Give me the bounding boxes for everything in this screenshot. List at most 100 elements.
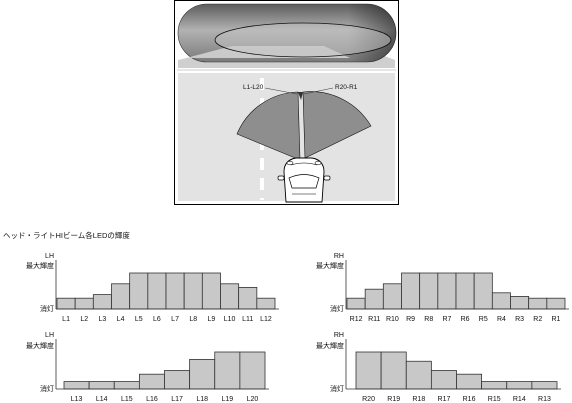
tick-label-R5: R5 [479,316,488,323]
bars [63,351,266,390]
tick-label-L7: L7 [171,316,179,323]
bar-R1 [546,297,566,310]
tick-label-L6: L6 [153,316,161,323]
bar-L12 [256,297,276,310]
tick-label-R10: R10 [386,316,399,323]
bar-R18 [405,360,432,390]
tick-label-R14: R14 [513,396,526,403]
car-left-mirror [277,175,285,181]
tick-label-R9: R9 [406,316,415,323]
tick-label-L2: L2 [80,316,88,323]
tick-label-R6: R6 [461,316,470,323]
tick-label-L13: L13 [71,396,83,403]
y-min-label: 消灯 [40,384,54,393]
right-beam-label: R20-R1 [335,84,358,91]
bar-R9 [401,272,421,310]
tick-label-L12: L12 [260,316,272,323]
headlight-beam-diagram: L1-L20 R20-R1 [174,0,399,205]
tick-label-R1: R1 [551,316,560,323]
bar-L18 [189,358,216,390]
tick-label-L18: L18 [196,396,208,403]
bar-R6 [455,272,475,310]
bar-L20 [239,351,266,390]
bar-R17 [430,370,457,390]
tick-label-R12: R12 [350,316,363,323]
left-headlight [286,160,294,166]
beam-side-view [177,3,397,68]
tick-label-L11: L11 [242,316,253,323]
y-max-label: 最大輝度 [316,261,344,270]
bar-R14 [506,381,533,390]
series-label: LH [45,253,54,260]
bar-R7 [437,272,457,310]
y-max-label: 最大輝度 [26,261,54,270]
bar-R20 [355,351,382,390]
y-min-label: 消灯 [330,304,344,313]
tick-label-L9: L9 [208,316,216,323]
car-right-mirror [323,175,331,181]
bar-L13 [63,381,90,390]
bar-L17 [164,370,191,390]
car-windshield [288,174,320,189]
right-headlight [314,160,322,166]
tick-label-R3: R3 [515,316,524,323]
tick-label-R20: R20 [362,396,375,403]
tick-label-L10: L10 [224,316,236,323]
right-beam-fan [302,91,372,159]
bar-R8 [419,272,439,310]
tick-label-L1: L1 [62,316,70,323]
tick-label-R15: R15 [488,396,501,403]
bar-R5 [473,272,493,310]
bar-R4 [491,292,511,310]
y-min-label: 消灯 [40,304,54,313]
tick-label-R13: R13 [538,396,551,403]
bar-L7 [165,272,185,310]
bar-R12 [346,297,366,310]
tick-label-L8: L8 [189,316,197,323]
bar-L6 [147,272,167,310]
beam-center-notch [298,92,303,100]
series-label: RH [334,253,344,260]
bar-L19 [214,351,241,390]
car-icon [277,157,331,203]
tick-label-R19: R19 [387,396,400,403]
bar-L8 [183,272,203,310]
car-hood-line [290,162,318,166]
bar-L3 [92,294,112,310]
y-max-label: 最大輝度 [26,341,54,350]
bars [56,272,276,310]
tick-label-R7: R7 [442,316,451,323]
beam-top-view: L1-L20 R20-R1 [178,73,395,203]
tick-label-L5: L5 [135,316,143,323]
bar-L2 [74,297,94,310]
tick-label-R17: R17 [438,396,451,403]
bar-L11 [238,286,258,310]
bar-L5 [129,272,149,310]
tick-label-R11: R11 [368,316,380,323]
tick-label-L4: L4 [117,316,125,323]
left-beam-leader [264,87,298,95]
bar-R13 [531,381,558,390]
tick-label-L15: L15 [121,396,133,403]
tick-label-R16: R16 [463,396,476,403]
bar-R2 [528,297,548,310]
bar-R10 [382,283,402,310]
tick-label-L17: L17 [171,396,183,403]
tick-label-R8: R8 [424,316,433,323]
bar-L4 [111,283,131,310]
left-beam-label: L1-L20 [243,84,264,91]
bar-L9 [201,272,221,310]
bars [346,272,566,310]
bar-L1 [56,297,76,310]
tick-label-R18: R18 [412,396,425,403]
bars [355,351,558,390]
series-label: LH [45,332,54,339]
bar-R11 [364,288,384,310]
